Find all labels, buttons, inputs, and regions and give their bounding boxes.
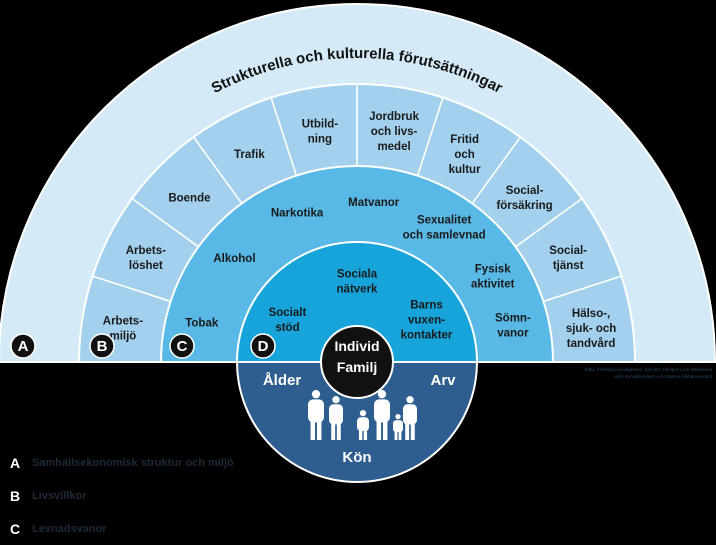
segment-divider (416, 97, 444, 176)
ring-b-label: Trafik (234, 149, 265, 161)
legend-text: Samhällsekonomisk struktur och miljö (32, 456, 234, 469)
legend-item-b: B Livsvillkor (10, 479, 234, 512)
person-icon (329, 396, 343, 440)
base-label-right: Arv (430, 372, 456, 389)
legend-text: Levnadsvanor (32, 522, 107, 535)
segment-divider (515, 197, 583, 248)
ring-labels: Arbets-miljö Arbets-löshet Boende Trafik Utb… (103, 111, 617, 466)
legend-item-a: A Samhällsekonomisk struktur och miljö (10, 446, 234, 479)
person-icon (403, 396, 417, 440)
ring-b-dividers (92, 84, 622, 303)
legend-key: C (10, 520, 21, 537)
badge-b: B (89, 333, 115, 359)
badge-c: C (169, 333, 195, 359)
segment-divider (543, 275, 622, 303)
legend-item-c: C Levnadsvanor (10, 512, 234, 545)
segment-divider (471, 136, 522, 204)
legend-key: A (10, 454, 21, 471)
ring-b-label: Arbets-miljö (103, 315, 143, 342)
center-label-familj: Familj (337, 359, 377, 375)
center-label-individ: Individ (334, 338, 379, 354)
ring-b-label: Boende (168, 192, 210, 204)
ring-b-label: Social-tjänst (549, 245, 587, 272)
ring-c-label: Narkotika (271, 208, 324, 220)
rings (0, 3, 716, 363)
ring-b-label: Arbets-löshet (126, 245, 166, 272)
legend-key: B (10, 487, 21, 504)
person-icon (374, 390, 390, 440)
person-icon (357, 410, 369, 440)
segment-divider (92, 275, 171, 303)
base-label-bottom: Kön (342, 449, 371, 466)
ring-c-label: Sömn-vanor (495, 313, 531, 340)
family-silhouette-icon (308, 390, 417, 440)
svg-text:B: B (97, 338, 108, 355)
person-icon (308, 390, 324, 440)
ring-c-label: Matvanor (348, 197, 400, 209)
ring-c-label: Alkohol (213, 253, 255, 265)
svg-text:D: D (258, 338, 269, 355)
person-icon (393, 414, 403, 440)
svg-text:C: C (177, 338, 188, 355)
ring-d (235, 241, 479, 363)
segment-divider (131, 197, 199, 248)
credit-line: efter Socialstyrelsen och Statens folkhä… (614, 374, 712, 379)
legend-text: Livsvillkor (32, 489, 87, 502)
ring-b-label: Social-försäkring (496, 185, 552, 212)
base-label-left: Ålder (263, 372, 302, 389)
ring-c-label: Tobak (185, 317, 219, 329)
segment-divider (270, 97, 298, 176)
badge-a: A (10, 333, 36, 359)
legend: A Samhällsekonomisk struktur och miljö B… (10, 446, 234, 545)
badges: A B C D (10, 333, 276, 359)
svg-text:A: A (18, 338, 29, 355)
ring-b-label: Utbild-ning (302, 118, 339, 145)
credit: Källa: Folkhälsomyndigheten, fritt efter… (585, 367, 713, 379)
segment-divider (192, 136, 243, 204)
credit-line: Källa: Folkhälsomyndigheten, fritt efter… (585, 367, 713, 372)
center-circle (320, 325, 394, 399)
model-diagram: Strukturella och kulturella förutsättnin… (0, 3, 716, 483)
badge-d: D (250, 333, 276, 359)
